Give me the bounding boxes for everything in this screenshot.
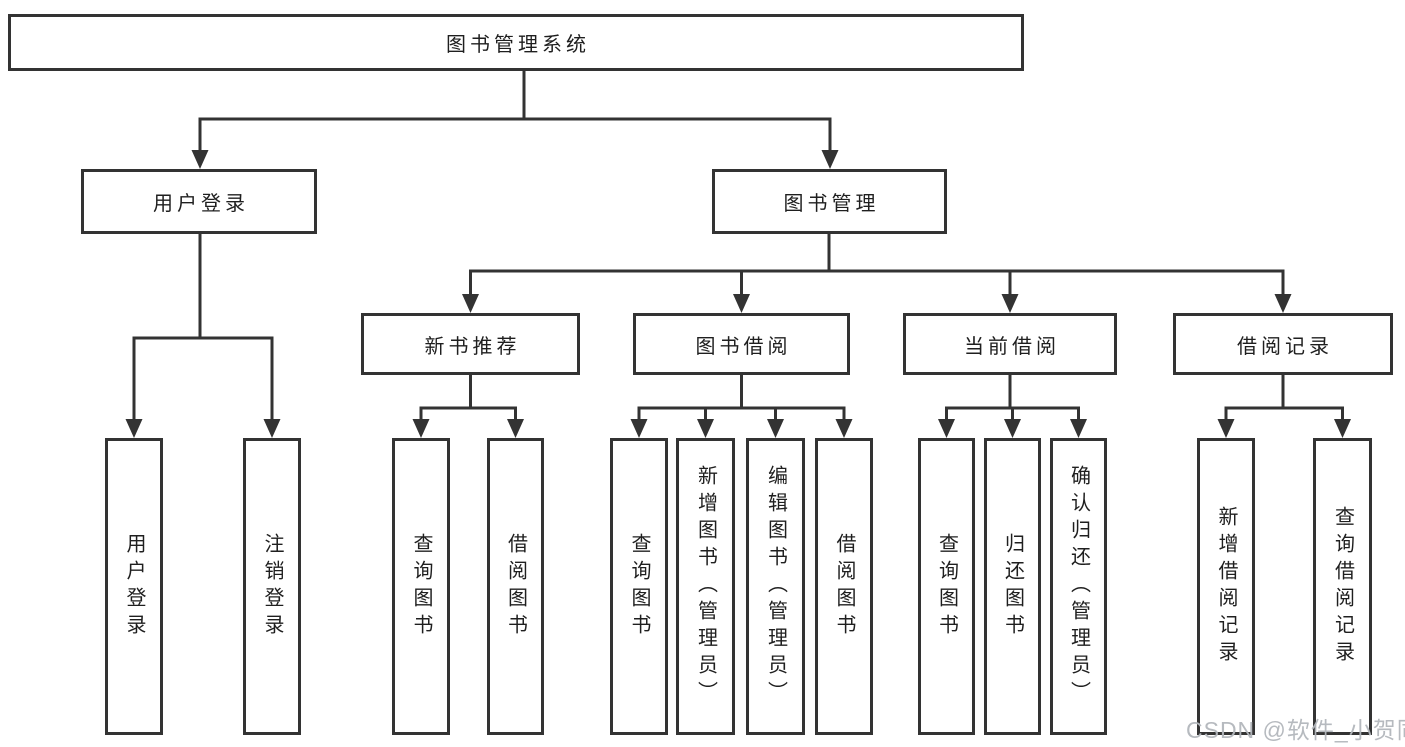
- arrowheads-level4: [125, 419, 1351, 438]
- leaf-query-books-current: 查询图书: [918, 438, 975, 735]
- arrowheads-level3: [462, 294, 1292, 313]
- node-book-management: 图书管理: [712, 169, 947, 234]
- leaf-query-books-recommend: 查询图书: [392, 438, 450, 735]
- edge-book-borrow-branch: [637, 373, 846, 423]
- edge-borrow-record-branch: [1224, 373, 1344, 423]
- arrowheads-level2: [191, 150, 839, 169]
- leaf-return-books: 归还图书: [984, 438, 1041, 735]
- node-root-library-system: 图书管理系统: [8, 14, 1024, 71]
- edge-book-mgmt-branch: [469, 232, 1285, 298]
- leaf-query-books-borrow: 查询图书: [610, 438, 668, 735]
- leaf-add-books-admin: 新增图书（管理员）: [676, 438, 735, 735]
- node-user-login: 用户登录: [81, 169, 317, 234]
- leaf-query-borrow-record: 查询借阅记录: [1313, 438, 1372, 735]
- leaf-borrow-books-recommend: 借阅图书: [487, 438, 544, 735]
- edge-current-borrow-branch: [945, 375, 1080, 423]
- leaf-borrow-books: 借阅图书: [815, 438, 873, 735]
- tree-edges: [132, 69, 1344, 423]
- leaf-add-borrow-record: 新增借阅记录: [1197, 438, 1255, 735]
- edge-user-login-branch: [132, 232, 274, 423]
- edge-root-to-level2: [198, 69, 832, 153]
- leaf-user-login: 用户登录: [105, 438, 163, 735]
- node-book-borrowing: 图书借阅: [633, 313, 850, 375]
- leaf-edit-books-admin: 编辑图书（管理员）: [746, 438, 805, 735]
- node-borrowing-records: 借阅记录: [1173, 313, 1393, 375]
- csdn-watermark: CSDN @软件_小贺同学: [1186, 717, 1405, 743]
- node-current-borrowing: 当前借阅: [903, 313, 1117, 375]
- node-new-book-recommend: 新书推荐: [361, 313, 580, 375]
- leaf-logout: 注销登录: [243, 438, 301, 735]
- arrowheads: [125, 150, 1351, 438]
- leaf-confirm-return-admin: 确认归还（管理员）: [1050, 438, 1107, 735]
- edge-new-book-branch: [419, 373, 517, 423]
